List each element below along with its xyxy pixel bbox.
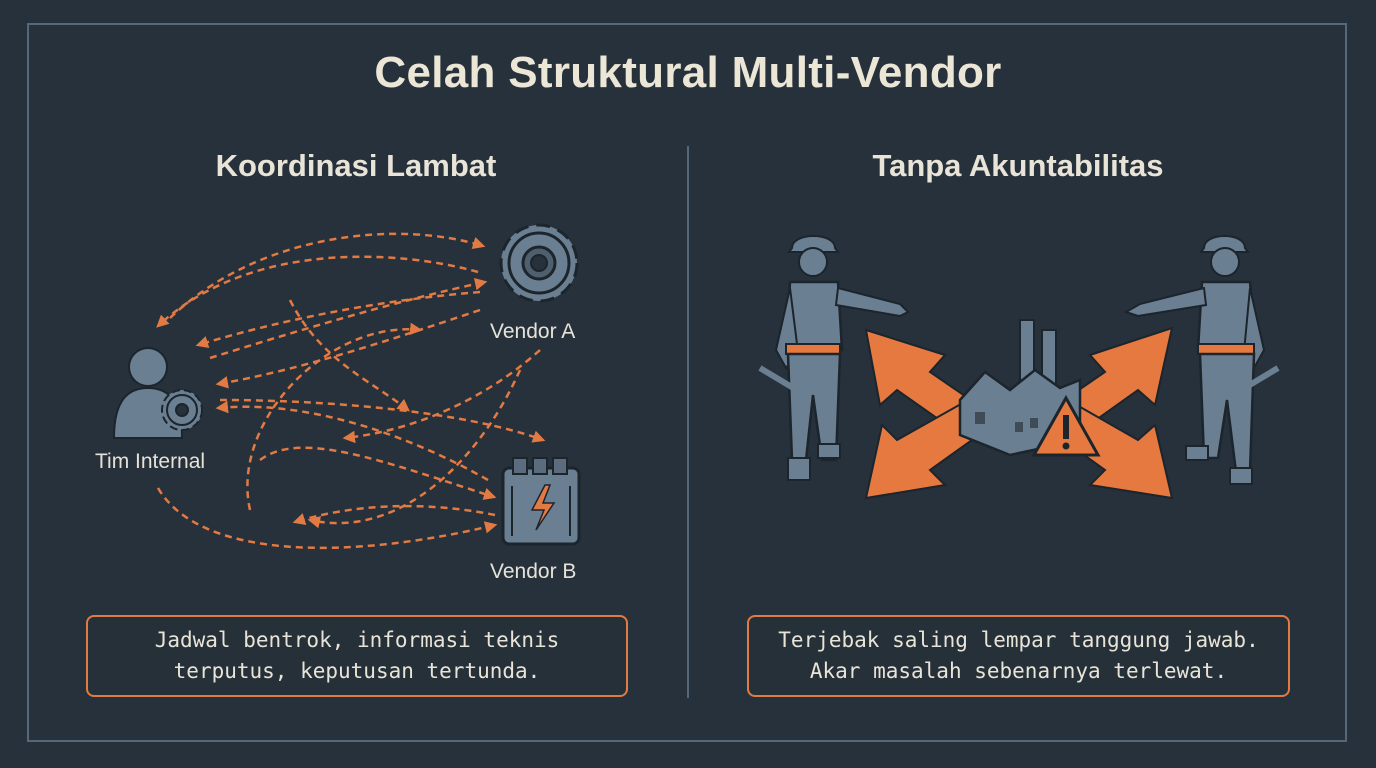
arrow-internal-to-vendora-mid — [209, 277, 488, 360]
node-label-internal: Tim Internal — [95, 450, 206, 473]
arrow-internal-to-vendora-top — [169, 232, 486, 319]
arrow-vendora-to-internal-mid — [195, 290, 481, 349]
dashed-arrows — [156, 232, 546, 550]
page-title: Celah Struktural Multi-Vendor — [374, 48, 1002, 97]
arrow-loop-center — [288, 299, 410, 412]
right-panel-heading: Tanpa Akuntabilitas — [872, 148, 1164, 183]
left-panel-heading: Koordinasi Lambat — [215, 148, 497, 183]
warning-icon — [1031, 394, 1101, 457]
panel-divider — [687, 146, 689, 698]
arrow-vendora-to-vendorb — [342, 349, 541, 444]
arrow-internal-to-vendorb-bottom — [156, 487, 498, 550]
worker-left-icon — [758, 235, 910, 481]
electrical-panel-icon — [501, 457, 581, 546]
left-caption-line-2: terputus, keputusan tertunda. — [173, 659, 541, 683]
arrow-cross-to-vendorb — [259, 446, 497, 500]
node-label-vendor-a: Vendor A — [490, 320, 576, 343]
arrow-loop-right — [307, 369, 522, 529]
right-caption-box: Terjebak saling lempar tanggung jawab. A… — [747, 615, 1290, 697]
left-caption-box: Jadwal bentrok, informasi teknis terputu… — [86, 615, 628, 697]
arrow-internal-to-vendorb-top — [219, 398, 546, 443]
worker-right-icon — [1123, 235, 1280, 485]
gear-icon — [499, 223, 579, 303]
right-caption-line-1: Terjebak saling lempar tanggung jawab. — [778, 628, 1259, 652]
left-caption-line-1: Jadwal bentrok, informasi teknis — [154, 628, 560, 652]
right-caption-line-2: Akar masalah sebenarnya terlewat. — [809, 659, 1228, 683]
arrow-vendora-to-internal-low — [215, 308, 481, 389]
outer-frame — [27, 23, 1347, 742]
node-label-vendor-b: Vendor B — [490, 560, 577, 583]
arrow-vendora-to-internal-top — [156, 255, 479, 328]
person-gear-icon — [112, 347, 203, 439]
arrow-vendorb-to-internal — [215, 400, 489, 482]
arrow-loop-lower — [246, 322, 423, 511]
